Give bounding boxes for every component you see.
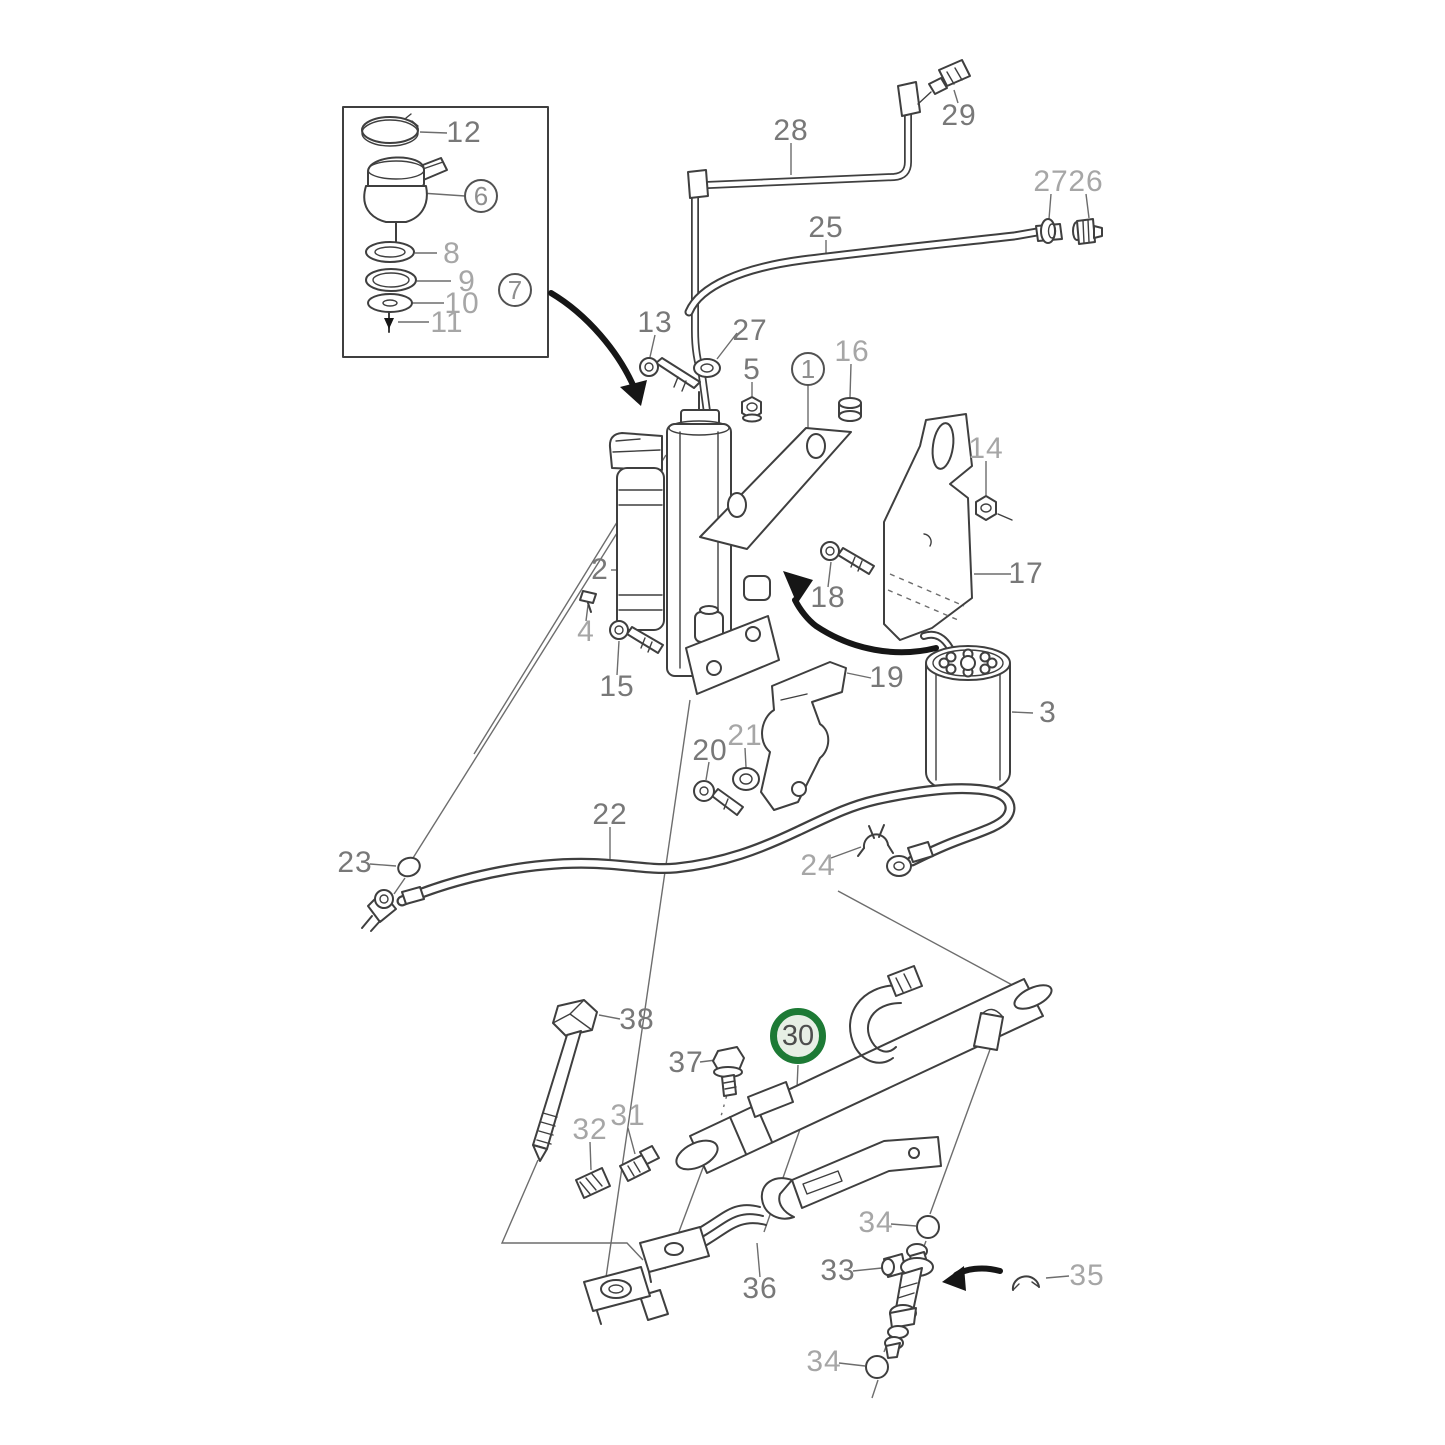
bolt-20: [693, 780, 744, 816]
fuel-pump-assembly: [579, 357, 1013, 816]
part-label-34-lower: 34: [806, 1345, 842, 1378]
part-label-37: 37: [668, 1046, 704, 1079]
washer-8: [365, 241, 415, 263]
hose-elbow-end: [361, 886, 425, 932]
part-label-17: 17: [1008, 557, 1044, 590]
o-ring-34-lower: [865, 1355, 889, 1379]
part-label-26: 26: [1068, 165, 1104, 198]
part-label-1: 1: [791, 352, 825, 386]
fitting-26: [1072, 218, 1103, 245]
bracket-17: [883, 413, 973, 641]
part-label-23: 23: [337, 846, 373, 879]
bolt-38: [532, 999, 598, 1162]
part-label-27-pipe: 27: [732, 314, 768, 347]
part-label-33: 33: [820, 1254, 856, 1287]
part-label-5: 5: [743, 353, 761, 386]
nut-14: [975, 495, 1013, 521]
o-ring-23: [397, 856, 421, 878]
fuel-filter-3: [920, 630, 1011, 794]
part-label-35: 35: [1069, 1259, 1105, 1292]
kit-to-pump-arrow: [548, 290, 647, 406]
bushing-16: [838, 397, 862, 422]
part-label-32: 32: [572, 1113, 608, 1146]
part-label-22: 22: [592, 798, 628, 831]
bolt-37: [712, 1046, 745, 1097]
part-label-14: 14: [968, 432, 1004, 465]
injector-group: [865, 1215, 1040, 1379]
part-label-20: 20: [692, 734, 728, 767]
label-leader-lines: [369, 89, 1090, 1367]
clip-27-pipe: [693, 358, 721, 378]
connector-29: [917, 59, 971, 105]
bracket-36: [583, 1136, 942, 1325]
valve-pin-11: [384, 311, 394, 333]
part-label-15: 15: [599, 670, 635, 703]
fuel-rail-30: [532, 965, 1053, 1199]
part-label-25: 25: [808, 211, 844, 244]
clamp-24: [857, 824, 894, 857]
part-label-16: 16: [834, 335, 870, 368]
part-label-19: 19: [869, 661, 905, 694]
part-label-13: 13: [637, 306, 673, 339]
bolt-18: [820, 541, 875, 575]
accumulator-2: [608, 432, 665, 631]
retainer-clip-35: [1011, 1275, 1040, 1291]
part-label-4: 4: [577, 615, 595, 648]
hose-end-fitting: [886, 841, 934, 877]
part-label-29: 29: [941, 99, 977, 132]
clip-to-injector-arrow: [942, 1265, 1003, 1291]
screw-13: [639, 357, 701, 392]
injector-33: [881, 1243, 934, 1359]
part-label-3: 3: [1039, 696, 1057, 729]
part-label-7: 7: [498, 273, 532, 307]
fuel-pipe-28: [687, 81, 921, 416]
lock-ring-12: [361, 113, 419, 147]
part-label-11: 11: [430, 306, 464, 339]
disc-10: [367, 293, 413, 313]
grommet-27-top: [1040, 218, 1057, 244]
washer-21: [732, 767, 760, 791]
part-label-31: 31: [610, 1099, 646, 1132]
part-label-38: 38: [619, 1003, 655, 1036]
screw-4: [579, 590, 597, 613]
pump-body-1: [666, 391, 852, 695]
o-ring-9: [365, 268, 417, 292]
part-label-28: 28: [773, 114, 809, 147]
filter-to-pump-arrow: [783, 571, 939, 656]
fuel-hose-22: [361, 783, 1016, 932]
part-label-36: 36: [742, 1272, 778, 1305]
part-label-2: 2: [591, 553, 609, 586]
bracket-19: [760, 661, 847, 811]
cap-32: [575, 1167, 611, 1199]
part-label-30: 30: [770, 1008, 826, 1064]
part-label-8: 8: [443, 237, 461, 270]
regulator-6: [363, 156, 448, 257]
nut-5: [741, 396, 762, 423]
part-label-12: 12: [446, 116, 482, 149]
bolt-15: [609, 620, 664, 654]
part-label-34-upper: 34: [858, 1206, 894, 1239]
part-label-18: 18: [810, 581, 846, 614]
fitting-31: [619, 1145, 660, 1182]
rail-u-bend-hose: [849, 965, 923, 1064]
bracket-36-feet: [583, 1226, 710, 1325]
part-label-6: 6: [464, 179, 498, 213]
part-label-27-top: 27: [1033, 165, 1069, 198]
part-label-9: 9: [458, 265, 476, 298]
o-ring-34-upper: [916, 1215, 940, 1239]
part-label-10: 10: [444, 287, 480, 320]
part-label-21: 21: [727, 719, 763, 752]
fuel-pipe-25: [684, 223, 1063, 317]
part-label-24: 24: [800, 849, 836, 882]
inset-kit-box: [342, 106, 549, 358]
